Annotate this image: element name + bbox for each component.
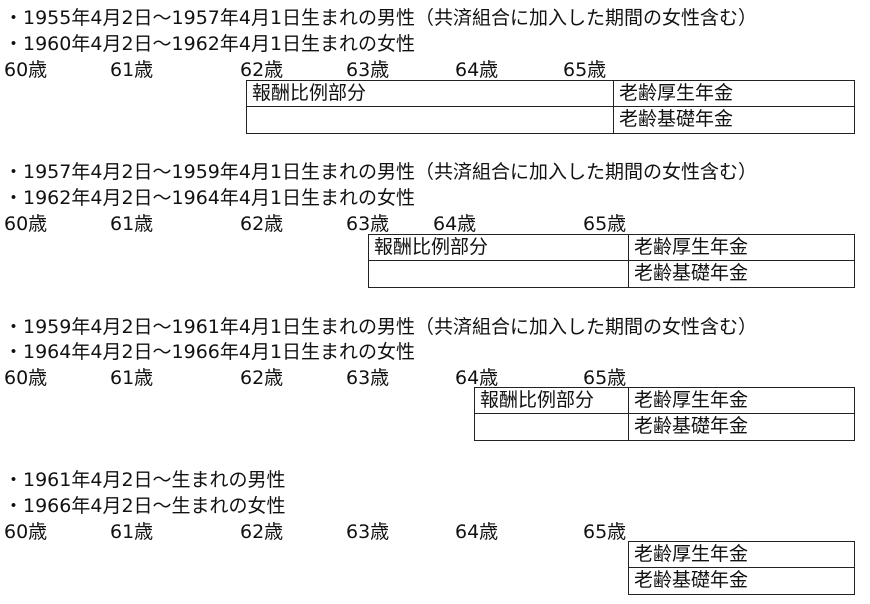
group-4-age-65: 65歳 bbox=[583, 521, 627, 543]
group-4-age-62: 62歳 bbox=[240, 521, 284, 543]
group-3-employees-pension-label: 老齢厚生年金 bbox=[634, 389, 749, 411]
group-3-divider-vertical bbox=[628, 387, 629, 441]
group-2-age-61: 61歳 bbox=[110, 213, 154, 235]
group-1-employees-pension-label: 老齢厚生年金 bbox=[619, 82, 734, 104]
group-1-basic-pension-label: 老齢基礎年金 bbox=[619, 108, 734, 130]
group-2-male-line: ・1957年4月2日〜1959年4月1日生まれの男性（共済組合に加入した期間の女… bbox=[4, 161, 758, 183]
group-2-female-line: ・1962年4月2日〜1964年4月1日生まれの女性 bbox=[4, 187, 416, 209]
group-3-age-62: 62歳 bbox=[240, 367, 284, 389]
group-2-pension-table bbox=[368, 234, 855, 288]
group-2-age-60: 60歳 bbox=[4, 213, 48, 235]
group-2-proportional-label: 報酬比例部分 bbox=[374, 236, 489, 258]
group-3-age-65: 65歳 bbox=[583, 367, 627, 389]
group-1-age-64: 64歳 bbox=[455, 59, 499, 81]
group-4-female-line: ・1966年4月2日〜生まれの女性 bbox=[4, 495, 286, 517]
group-4-divider-horizontal bbox=[628, 567, 855, 568]
group-4-pension-table bbox=[628, 541, 855, 595]
group-2-age-64: 64歳 bbox=[433, 213, 477, 235]
group-1-age-63: 63歳 bbox=[346, 59, 390, 81]
group-3-divider-horizontal bbox=[474, 413, 855, 414]
group-1-female-line: ・1960年4月2日〜1962年4月1日生まれの女性 bbox=[4, 33, 416, 55]
group-4-age-60: 60歳 bbox=[4, 521, 48, 543]
group-4-male-line: ・1961年4月2日〜生まれの男性 bbox=[4, 469, 286, 491]
group-1-pension-table bbox=[246, 80, 855, 134]
group-3-proportional-label: 報酬比例部分 bbox=[480, 389, 595, 411]
group-2-divider-horizontal bbox=[368, 260, 855, 261]
group-4-basic-pension-label: 老齢基礎年金 bbox=[634, 569, 749, 591]
group-4-age-63: 63歳 bbox=[346, 521, 390, 543]
group-1-divider-vertical bbox=[613, 80, 614, 134]
group-1-proportional-label: 報酬比例部分 bbox=[252, 82, 367, 104]
group-3-female-line: ・1964年4月2日〜1966年4月1日生まれの女性 bbox=[4, 341, 416, 363]
group-3-male-line: ・1959年4月2日〜1961年4月1日生まれの男性（共済組合に加入した期間の女… bbox=[4, 316, 758, 338]
group-2-divider-vertical bbox=[628, 234, 629, 288]
group-3-age-61: 61歳 bbox=[110, 367, 154, 389]
group-3-age-64: 64歳 bbox=[455, 367, 499, 389]
group-2-age-62: 62歳 bbox=[240, 213, 284, 235]
group-2-employees-pension-label: 老齢厚生年金 bbox=[634, 236, 749, 258]
group-3-age-63: 63歳 bbox=[346, 367, 390, 389]
group-4-age-64: 64歳 bbox=[455, 521, 499, 543]
group-1-age-65: 65歳 bbox=[563, 59, 607, 81]
group-1-male-line: ・1955年4月2日〜1957年4月1日生まれの男性（共済組合に加入した期間の女… bbox=[4, 7, 758, 29]
group-1-age-61: 61歳 bbox=[110, 59, 154, 81]
group-1-age-60: 60歳 bbox=[4, 59, 48, 81]
group-4-employees-pension-label: 老齢厚生年金 bbox=[634, 543, 749, 565]
group-2-age-63: 63歳 bbox=[346, 213, 390, 235]
group-2-basic-pension-label: 老齢基礎年金 bbox=[634, 262, 749, 284]
group-3-pension-table bbox=[474, 387, 855, 441]
group-1-age-62: 62歳 bbox=[240, 59, 284, 81]
group-3-age-60: 60歳 bbox=[4, 367, 48, 389]
group-3-basic-pension-label: 老齢基礎年金 bbox=[634, 415, 749, 437]
group-2-age-65: 65歳 bbox=[583, 213, 627, 235]
group-4-age-61: 61歳 bbox=[110, 521, 154, 543]
group-1-divider-horizontal bbox=[246, 106, 855, 107]
